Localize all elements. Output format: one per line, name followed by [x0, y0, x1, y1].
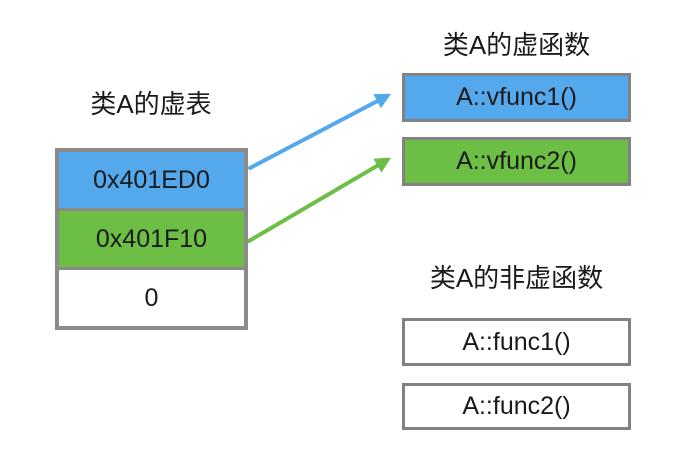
arrow-slot0-to-vfunc1: [248, 93, 392, 170]
func2-box: A::func2(): [402, 383, 631, 430]
func1-box: A::func1(): [402, 318, 631, 366]
vfunc1-box: A::vfunc1(): [402, 73, 631, 122]
vfunc2-box: A::vfunc2(): [402, 137, 631, 186]
vtable-slot-2: 0: [59, 267, 244, 326]
vtable: 0x401ED0 0x401F10 0: [55, 148, 248, 330]
virtual-functions-title: 类A的虚函数: [442, 30, 591, 60]
arrow-slot1-to-vfunc2: [247, 157, 392, 243]
vtable-title: 类A的虚表: [90, 89, 212, 119]
non-virtual-functions-title: 类A的非虚函数: [429, 263, 604, 293]
vtable-slot-1: 0x401F10: [59, 208, 244, 267]
vtable-slot-0: 0x401ED0: [59, 152, 244, 208]
